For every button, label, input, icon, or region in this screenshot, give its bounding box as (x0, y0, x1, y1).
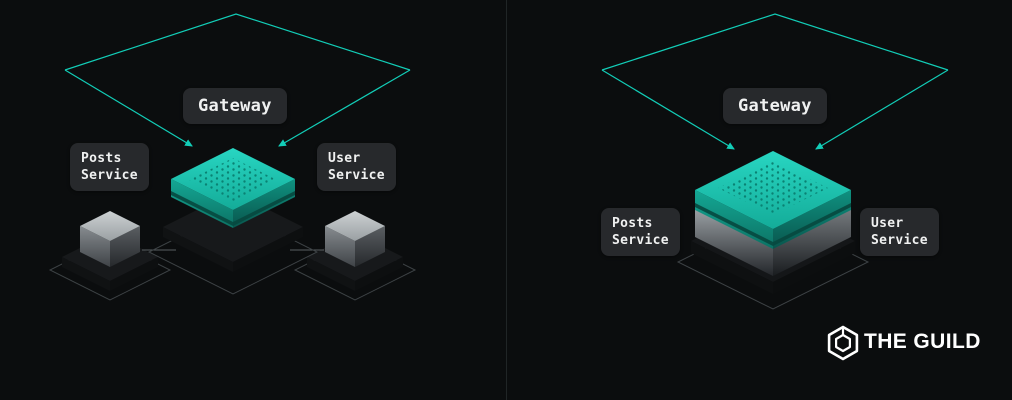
gateway-chip-left-stripe (171, 191, 233, 226)
unified-chip-dot-grid (718, 161, 828, 215)
services-slab-right-face (773, 205, 851, 276)
posts-cube-right-face (110, 226, 140, 267)
left-gateway-chip (147, 148, 319, 295)
left-arrow-to-gateway-right (278, 69, 411, 147)
right-arrow-to-gateway-right (815, 69, 949, 150)
right-flow-arrows (601, 13, 949, 150)
right-arrow-to-gateway-left (601, 69, 735, 150)
user-cube-right-face (355, 226, 385, 267)
gateway-slab-right (233, 227, 303, 272)
unified-chip-right-stripe (773, 203, 851, 246)
right-user-service-line1: User (871, 216, 904, 231)
left-posts-service-label: Posts Service (70, 143, 149, 191)
logo-outer-hexagon (827, 325, 859, 361)
user-slab-left (307, 257, 355, 291)
posts-cube-top-face (80, 211, 140, 241)
left-user-service-line2: Service (328, 168, 385, 183)
left-user-service-label: User Service (317, 143, 396, 191)
left-posts-service-line2: Service (81, 168, 138, 183)
unified-chip-left-stripe (695, 203, 773, 246)
right-posts-service-line1: Posts (612, 216, 653, 231)
left-posts-service-line1: Posts (81, 151, 122, 166)
posts-cube-left-face (80, 226, 110, 267)
right-gateway-label-text: Gateway (738, 96, 812, 116)
left-routing-lines (64, 13, 411, 71)
user-cube-top-face (325, 211, 385, 241)
unified-base-left (691, 241, 773, 294)
services-slab-left-face (695, 205, 773, 276)
right-gateway-label: Gateway (723, 88, 827, 124)
gateway-slab-left (163, 227, 233, 272)
posts-slab-left (62, 257, 110, 291)
right-gateway-stack (676, 151, 870, 310)
posts-slab-right (110, 257, 158, 291)
user-slab-right (355, 257, 403, 291)
left-user-service-line1: User (328, 151, 361, 166)
right-user-service-line2: Service (871, 233, 928, 248)
left-user-service-cube (293, 211, 417, 301)
right-posts-service-label: Posts Service (601, 208, 680, 256)
left-gateway-label-text: Gateway (198, 96, 272, 116)
left-gateway-label: Gateway (183, 88, 287, 124)
guild-logo-text: THE GUILD (864, 330, 981, 353)
gateway-chip-right-stripe (233, 191, 295, 226)
right-user-service-label: User Service (860, 208, 939, 256)
left-flow-arrows (64, 13, 411, 147)
left-arrow-to-gateway-left (64, 69, 193, 147)
guild-logo-icon (827, 325, 859, 361)
logo-inner-hexagon (835, 333, 851, 353)
unified-base-right (773, 241, 855, 294)
right-posts-service-line2: Service (612, 233, 669, 248)
left-posts-service-cube (48, 211, 172, 301)
user-cube-left-face (325, 226, 355, 267)
right-routing-lines (601, 13, 949, 71)
gateway-chip-dot-grid (189, 158, 277, 202)
